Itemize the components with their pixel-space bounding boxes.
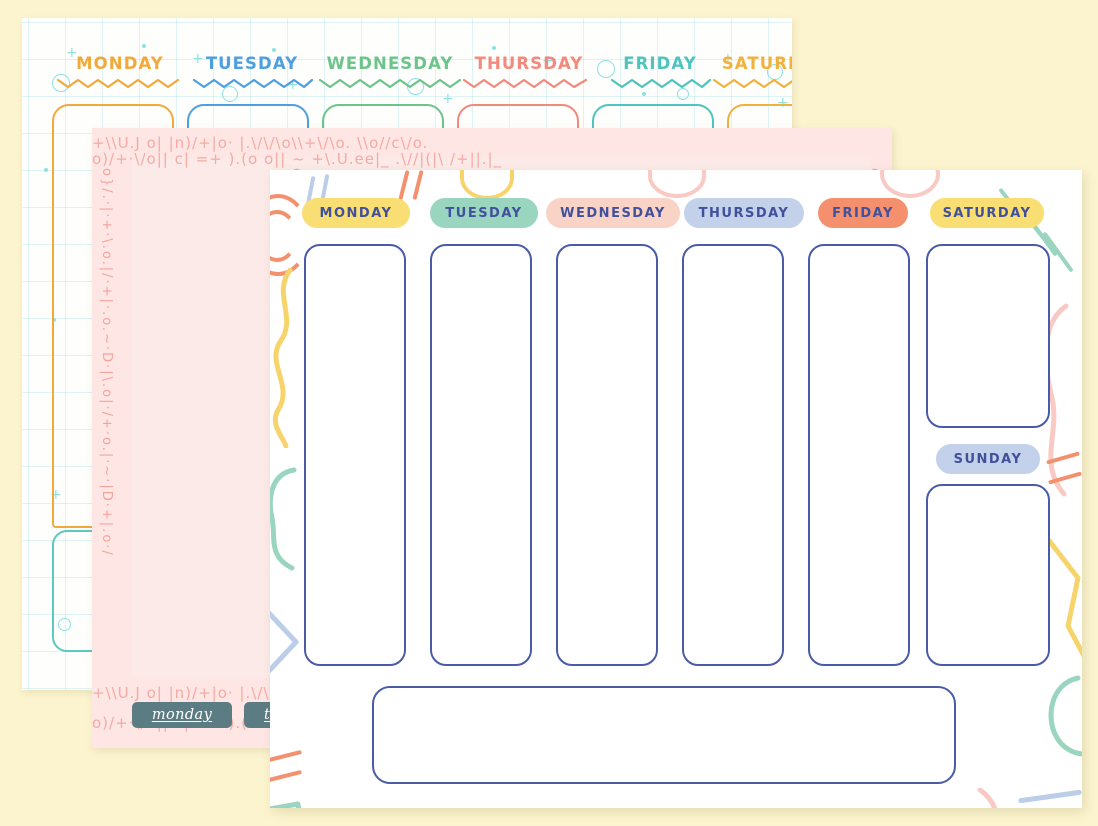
- mint-shape-doodle-icon: [270, 466, 304, 578]
- back-day-wednesday: WEDNESDAY: [310, 54, 470, 89]
- zigzag-underline-icon: [462, 78, 588, 89]
- day-column-wednesday[interactable]: [556, 244, 658, 666]
- pastel-weekly-planner-card[interactable]: MONDAY TUESDAY WEDNESDAY THURSDAY FRIDAY…: [270, 170, 1082, 808]
- back-day-tuesday: TUESDAY: [182, 54, 322, 89]
- peach-blob-doodle-icon: [1030, 302, 1082, 506]
- day-column-monday[interactable]: [304, 244, 406, 666]
- back-day-label: WEDNESDAY: [326, 54, 454, 73]
- dot-doodle-icon: [642, 92, 646, 96]
- yellow-arc-doodle-icon: [460, 170, 514, 200]
- back-day-thursday: THURSDAY: [454, 54, 604, 89]
- mint-shape-svg: [270, 467, 297, 571]
- back-day-label: TUESDAY: [205, 54, 299, 73]
- pink-top-doodle-band-2: o)/+·\/o|| c| =+ ).(o o|| ~ +\.U.ee|_ .\…: [92, 150, 503, 168]
- back-day-label: MONDAY: [76, 54, 164, 73]
- circle-doodle-icon: [58, 618, 71, 631]
- orange-spiral-inner-doodle-icon: [270, 210, 298, 262]
- back-day-monday: MONDAY: [50, 54, 190, 89]
- day-pill-label: SUNDAY: [953, 451, 1023, 467]
- peach-arc-doodle-icon: [880, 170, 940, 198]
- day-column-sunday[interactable]: [926, 484, 1050, 666]
- day-pill-label: THURSDAY: [698, 205, 790, 221]
- plus-doodle-icon: +: [542, 53, 554, 69]
- yellow-angle-doodle-icon: [1034, 530, 1082, 664]
- coral-dash-doodle-icon: [270, 749, 302, 763]
- blue-chevron-svg: [270, 610, 299, 674]
- back-day-friday: FRIDAY: [590, 54, 730, 89]
- circle-doodle-icon: [597, 60, 615, 78]
- back-day-saturday: SATURDAY: [700, 54, 792, 89]
- day-column-tuesday[interactable]: [430, 244, 532, 666]
- peach-arc-doodle-icon: [648, 170, 706, 198]
- coral-stroke-doodle-icon: [412, 170, 424, 201]
- coral-dash-doodle-icon: [270, 769, 302, 783]
- day-pill-label: FRIDAY: [832, 205, 894, 221]
- plus-doodle-icon: +: [777, 95, 789, 111]
- plus-doodle-icon: +: [50, 487, 62, 503]
- zigzag-underline-icon: [610, 78, 712, 89]
- zigzag-underline-icon: [712, 78, 792, 89]
- pink-tab-label: monday: [151, 707, 213, 723]
- plus-doodle-icon: +: [722, 51, 734, 67]
- mint-hook-svg: [1048, 675, 1082, 757]
- pink-top-doodle-band: +\\U.J o| |n)/+|o· |.\/\/\o\\+\/\o. \\o/…: [92, 134, 429, 152]
- dot-doodle-icon: [52, 318, 56, 322]
- yellow-squiggle-svg: [272, 267, 293, 449]
- mint-hook-doodle-icon: [1040, 674, 1082, 762]
- circle-doodle-icon: [52, 74, 70, 92]
- circle-doodle-icon: [222, 86, 238, 102]
- back-day-label: SATURDAY: [721, 54, 792, 73]
- blue-chevron-doodle-icon: [270, 610, 302, 680]
- day-pill-label: TUESDAY: [445, 205, 523, 221]
- zigzag-underline-icon: [192, 78, 314, 89]
- peach-squiggle-doodle-icon: [960, 787, 1020, 808]
- dot-doodle-icon: [492, 46, 496, 50]
- dot-doodle-icon: [44, 168, 48, 172]
- day-column-thursday[interactable]: [682, 244, 784, 666]
- zigzag-underline-icon: [56, 78, 180, 89]
- pink-left-doodle-strip: o}/.·|·+·\.o.|/·+|·.o.~·D·|\.o|·/+·o.|·~…: [99, 168, 114, 557]
- day-pill-monday[interactable]: MONDAY: [302, 198, 410, 228]
- back-day-label: FRIDAY: [623, 54, 697, 73]
- day-pill-label: WEDNESDAY: [560, 205, 666, 221]
- mint-square-svg: [270, 801, 302, 808]
- back-card-day-headers: MONDAY TUESDAY WEDNESDAY THURSDAY: [22, 54, 792, 106]
- notes-box[interactable]: [372, 686, 956, 784]
- day-pill-saturday[interactable]: SATURDAY: [930, 198, 1044, 228]
- zigzag-underline-icon: [318, 78, 462, 89]
- peach-squiggle-svg: [977, 787, 998, 808]
- day-pill-tuesday[interactable]: TUESDAY: [430, 198, 538, 228]
- plus-doodle-icon: +: [442, 91, 454, 107]
- pink-tab-monday[interactable]: monday: [132, 702, 232, 728]
- coral-stroke-doodle-icon: [398, 170, 410, 201]
- plus-doodle-icon: +: [287, 77, 299, 93]
- peach-blob-svg: [1043, 303, 1069, 497]
- day-pill-wednesday[interactable]: WEDNESDAY: [546, 198, 680, 228]
- day-pill-sunday[interactable]: SUNDAY: [936, 444, 1040, 474]
- mint-square-doodle-icon: [270, 800, 310, 808]
- circle-doodle-icon: [677, 88, 689, 100]
- dot-doodle-icon: [272, 48, 276, 52]
- dot-doodle-icon: [142, 44, 146, 48]
- back-day-label: THURSDAY: [474, 54, 584, 73]
- blue-dash-doodle-icon: [1017, 789, 1082, 804]
- plus-doodle-icon: +: [192, 51, 204, 67]
- day-pill-thursday[interactable]: THURSDAY: [684, 198, 804, 228]
- plus-doodle-icon: +: [66, 45, 78, 61]
- day-pill-label: MONDAY: [319, 205, 393, 221]
- day-pill-friday[interactable]: FRIDAY: [818, 198, 908, 228]
- yellow-angle-svg: [1041, 531, 1082, 658]
- yellow-squiggle-doodle-icon: [270, 267, 306, 452]
- day-column-saturday[interactable]: [926, 244, 1050, 428]
- day-column-friday[interactable]: [808, 244, 910, 666]
- day-pill-label: SATURDAY: [942, 205, 1032, 221]
